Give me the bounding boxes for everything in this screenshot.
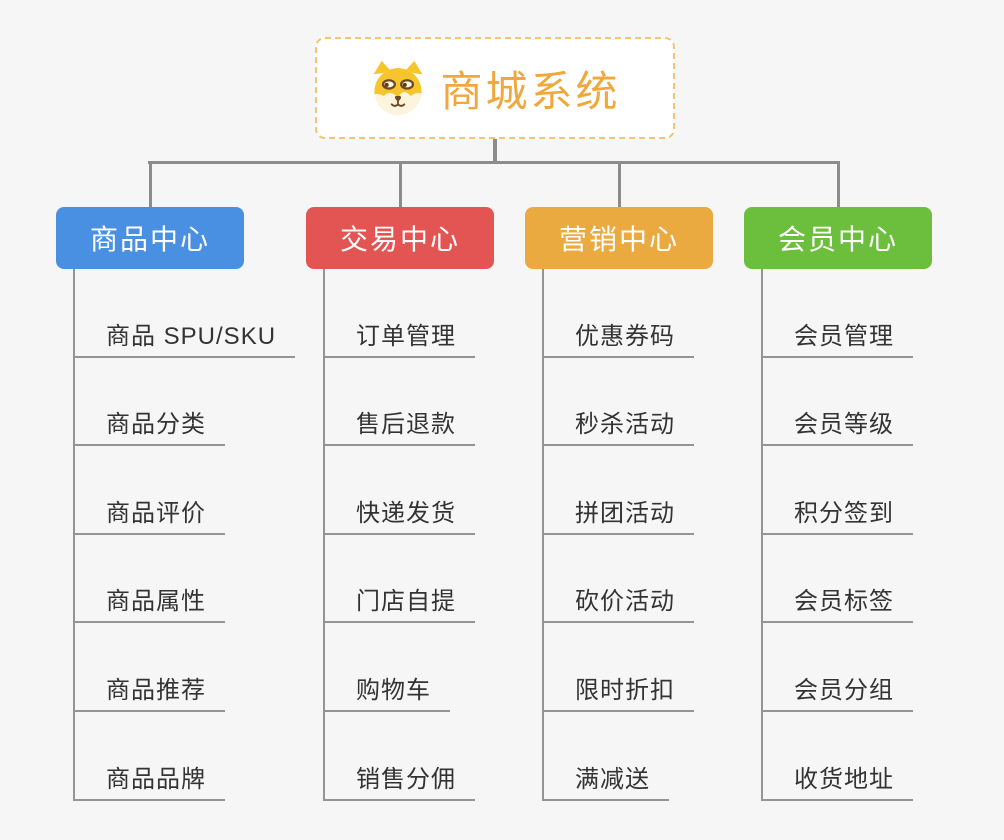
branch-children-marketing-center: 优惠券码秒杀活动拼团活动砍价活动限时折扣满减送 (542, 269, 694, 801)
leaf-topic-member-center-3[interactable]: 积分签到 (761, 446, 913, 535)
leaf-topic-trade-center-3[interactable]: 快递发货 (323, 446, 475, 535)
branch-connector-line (323, 269, 325, 800)
connector-drop-trade-center (398, 161, 402, 208)
leaf-topic-product-center-6[interactable]: 商品品牌 (73, 712, 225, 801)
root-node-mall-system[interactable]: 商城系统 (315, 37, 675, 139)
leaf-topic-member-center-4[interactable]: 会员标签 (761, 535, 913, 624)
branch-connector-line (73, 269, 75, 800)
branch-connector-line (761, 269, 763, 800)
leaf-topic-marketing-center-1[interactable]: 优惠券码 (542, 269, 694, 358)
leaf-topic-trade-center-4[interactable]: 门店自提 (323, 535, 475, 624)
leaf-topic-marketing-center-5[interactable]: 限时折扣 (542, 623, 694, 712)
connector-horizontal-bar (148, 161, 840, 164)
branch-header-marketing-center[interactable]: 营销中心 (525, 207, 713, 269)
leaf-topic-product-center-2[interactable]: 商品分类 (73, 358, 225, 447)
leaf-topic-member-center-2[interactable]: 会员等级 (761, 358, 913, 447)
branch-header-trade-center[interactable]: 交易中心 (306, 207, 494, 269)
leaf-topic-product-center-3[interactable]: 商品评价 (73, 446, 225, 535)
connector-drop-member-center (836, 161, 840, 208)
connector-drop-marketing-center (617, 161, 621, 208)
leaf-topic-product-center-1[interactable]: 商品 SPU/SKU (73, 269, 296, 358)
branch-children-trade-center: 订单管理售后退款快递发货门店自提购物车销售分佣 (323, 269, 475, 801)
leaf-topic-member-center-6[interactable]: 收货地址 (761, 712, 913, 801)
leaf-topic-trade-center-6[interactable]: 销售分佣 (323, 712, 475, 801)
connector-drop-product-center (148, 161, 152, 208)
leaf-topic-trade-center-1[interactable]: 订单管理 (323, 269, 475, 358)
leaf-topic-trade-center-2[interactable]: 售后退款 (323, 358, 475, 447)
leaf-topic-member-center-5[interactable]: 会员分组 (761, 623, 913, 712)
leaf-topic-product-center-5[interactable]: 商品推荐 (73, 623, 225, 712)
leaf-topic-member-center-1[interactable]: 会员管理 (761, 269, 913, 358)
branch-connector-line (542, 269, 544, 800)
branch-children-member-center: 会员管理会员等级积分签到会员标签会员分组收货地址 (761, 269, 913, 801)
leaf-topic-marketing-center-3[interactable]: 拼团活动 (542, 446, 694, 535)
connector-root-stub (493, 139, 497, 164)
leaf-topic-product-center-4[interactable]: 商品属性 (73, 535, 225, 624)
shiba-dog-icon (374, 60, 423, 116)
leaf-topic-marketing-center-6[interactable]: 满减送 (542, 712, 669, 801)
root-title: 商城系统 (440, 67, 621, 115)
branch-header-member-center[interactable]: 会员中心 (744, 207, 932, 269)
branch-header-product-center[interactable]: 商品中心 (56, 207, 244, 269)
leaf-topic-marketing-center-2[interactable]: 秒杀活动 (542, 358, 694, 447)
leaf-topic-trade-center-5[interactable]: 购物车 (323, 623, 450, 712)
leaf-topic-marketing-center-4[interactable]: 砍价活动 (542, 535, 694, 624)
